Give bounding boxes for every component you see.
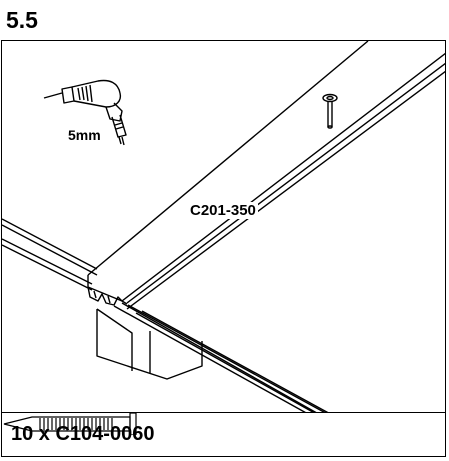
support-block xyxy=(96,308,203,380)
hardware-quantity: 10 x C104-0060 xyxy=(11,423,155,445)
part-code-label: C201-350 xyxy=(188,202,258,219)
illustration-frame: 5mm C201-350 10 x C104-0060 xyxy=(1,40,446,457)
step-number: 5.5 xyxy=(6,7,38,33)
profile-board xyxy=(87,41,445,310)
nail-icon xyxy=(3,413,137,435)
hardware-footer: 10 x C104-0060 xyxy=(2,412,445,456)
support-rail-left xyxy=(2,218,98,291)
drill-size-label: 5mm xyxy=(68,127,101,143)
screw-icon xyxy=(322,93,338,129)
drill-icon xyxy=(43,79,127,146)
assembly-illustration xyxy=(2,41,445,435)
